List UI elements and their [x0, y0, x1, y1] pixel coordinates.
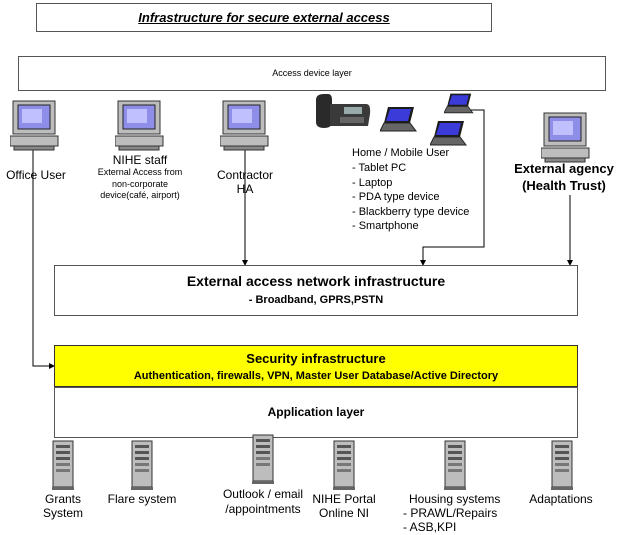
diagram-title: Infrastructure for secure external acces… — [138, 10, 390, 25]
nihe-staff-label: NIHE staff — [112, 153, 168, 167]
home-mobile-connector — [420, 109, 485, 266]
office-user-label: Office User — [6, 168, 66, 182]
external-agency-label: External agency — [514, 161, 614, 176]
office-user-connector — [32, 150, 55, 369]
external-access-network-box: External access network infrastructure -… — [54, 265, 578, 316]
application-layer-label: Application layer — [267, 405, 365, 419]
outlook-label-line2: /appointments — [225, 502, 301, 516]
external-agency-sub-label: (Health Trust) — [522, 178, 606, 193]
security-infrastructure-subtitle: Authentication, firewalls, VPN, Master U… — [133, 370, 499, 382]
grants-system-label: Grants — [44, 492, 81, 506]
flare-server-icon — [131, 440, 153, 490]
external-access-network-title: External access network infrastructure — [186, 273, 446, 289]
external-access-network-subtitle: - Broadband, GPRS,PSTN — [248, 294, 384, 306]
grants-server-icon — [52, 440, 74, 490]
security-infrastructure-title: Security infrastructure — [246, 351, 386, 366]
outlook-label: Outlook / email — [222, 487, 304, 501]
flare-system-label: Flare system — [107, 492, 177, 506]
home-mobile-item: - Blackberry type device — [352, 205, 470, 218]
contractor-desktop-icon — [219, 100, 270, 156]
nihe-staff-detail-line1: External Access from — [97, 167, 183, 177]
outlook-server-icon — [252, 434, 274, 484]
housing-systems-label: Housing systems — [409, 492, 501, 506]
nihe-portal-label-line2: Online NI — [318, 506, 370, 520]
external-agency-desktop-icon — [540, 112, 591, 168]
housing-systems-item: - ASB,KPI — [403, 520, 457, 534]
nihe-staff-desktop-icon — [114, 100, 165, 156]
home-mobile-item: - PDA type device — [352, 191, 440, 203]
nihe-staff-detail-line2: non-corporate — [111, 179, 169, 189]
home-mobile-item: - Tablet PC — [352, 162, 407, 174]
portal-server-icon — [333, 440, 355, 490]
grants-system-label-line2: System — [42, 506, 83, 520]
adaptations-label: Adaptations — [529, 492, 593, 506]
access-device-layer-box: Access device layer — [18, 56, 606, 91]
desk-phone-icon — [314, 92, 372, 130]
laptop-icon — [379, 105, 420, 135]
housing-systems-item: - PRAWL/Repairs — [403, 506, 498, 520]
access-device-layer-label: Access device layer — [272, 68, 352, 78]
home-mobile-item: - Laptop — [352, 176, 393, 189]
contractor-label: Contractor — [216, 168, 274, 182]
home-mobile-user-title: Home / Mobile User — [352, 147, 450, 159]
office-user-desktop-icon — [9, 100, 60, 156]
contractor-ha-label: HA — [236, 182, 254, 196]
nihe-portal-label: NIHE Portal — [312, 492, 376, 506]
home-mobile-item: - Smartphone — [352, 220, 419, 232]
application-layer-box: Application layer — [54, 387, 578, 438]
laptop-icon — [443, 92, 476, 116]
title-box: Infrastructure for secure external acces… — [36, 3, 492, 32]
nihe-staff-detail-line3: device(café, airport) — [100, 190, 180, 200]
laptop-icon — [429, 119, 470, 149]
adaptations-server-icon — [551, 440, 573, 490]
security-infrastructure-box: Security infrastructure Authentication, … — [54, 345, 578, 387]
housing-server-icon — [444, 440, 466, 490]
